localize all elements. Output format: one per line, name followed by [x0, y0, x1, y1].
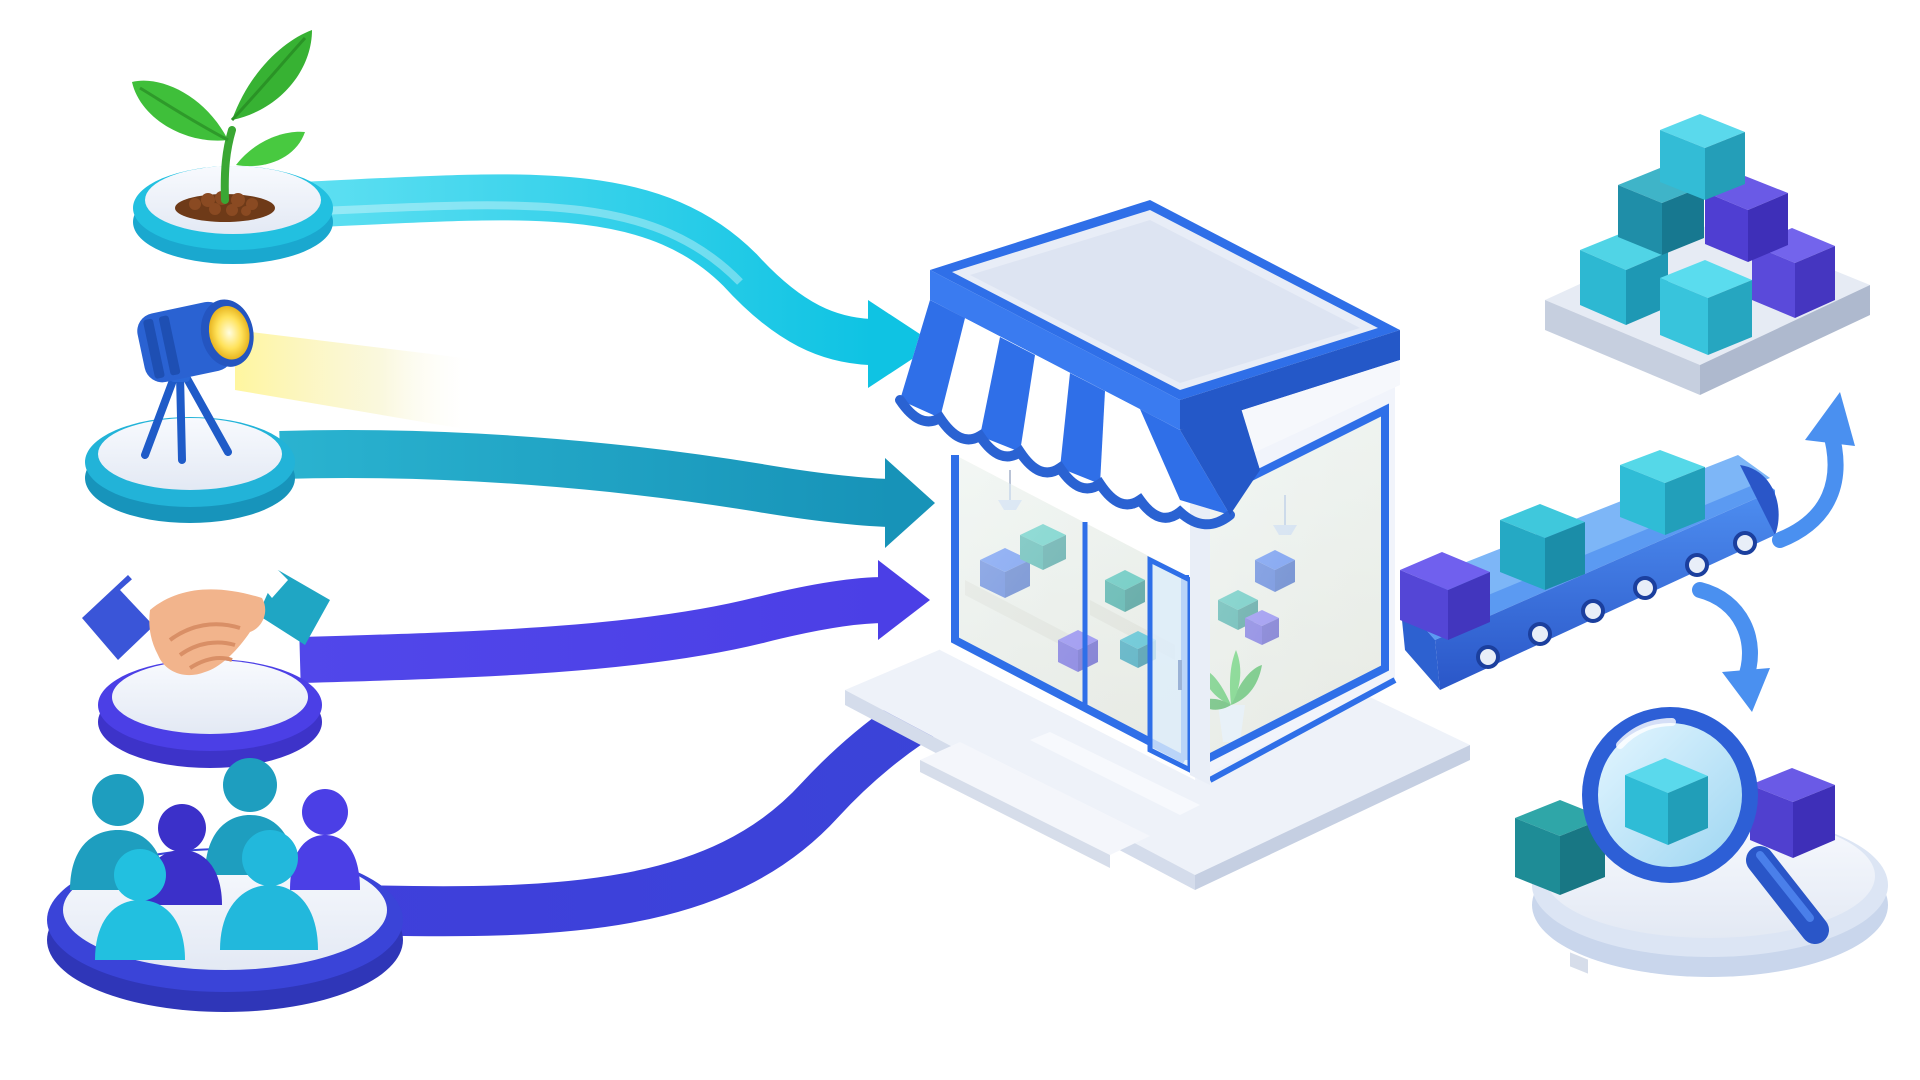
storefront-icon — [845, 200, 1470, 890]
pallet-of-cubes-icon — [1545, 114, 1870, 974]
belt-cubes — [1400, 450, 1705, 640]
striped-awning — [895, 300, 1260, 530]
people-group-icon — [70, 758, 360, 960]
stacked-cubes — [1580, 114, 1835, 355]
partnership-flow-arrow — [299, 560, 930, 683]
inspection-pad — [1515, 707, 1888, 977]
output-arrows — [1692, 392, 1855, 712]
handshake-pad — [82, 570, 330, 768]
down-curved-arrow — [1692, 582, 1770, 712]
growth-flow-arrow — [298, 174, 935, 388]
sprout-pad — [132, 30, 333, 264]
conveyor-belt-icon — [1400, 450, 1779, 690]
magnifier-cube-icon — [1515, 707, 1835, 944]
conveyor-rollers — [1476, 531, 1757, 669]
flow-arrows — [279, 174, 1030, 937]
people-pad — [47, 758, 403, 1012]
visibility-flow-arrow — [279, 430, 935, 548]
handshake-icon — [82, 570, 330, 676]
up-curved-arrow — [1772, 392, 1855, 548]
spotlight-icon — [137, 299, 254, 464]
sprout-icon — [132, 30, 312, 222]
spotlight-pad — [85, 299, 480, 523]
